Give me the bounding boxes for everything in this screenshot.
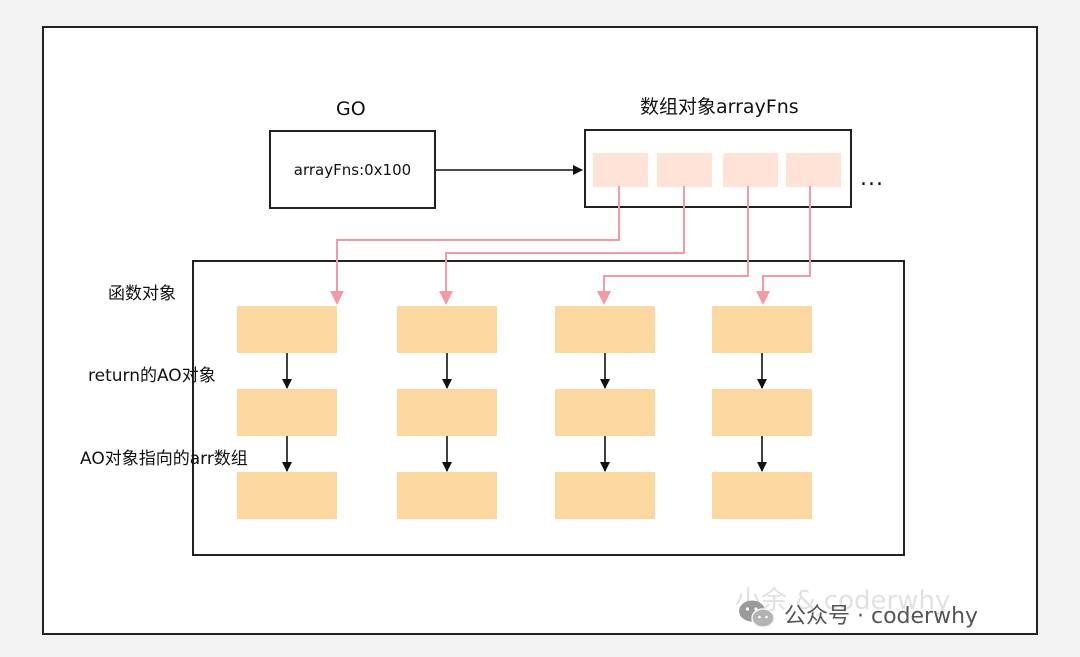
row-label-ao-object: return的AO对象: [88, 366, 216, 386]
array-slot: [786, 153, 841, 187]
go-content: arrayFns:0x100: [293, 160, 412, 179]
arr-array-cell: [555, 472, 655, 519]
function-object-cell: [712, 306, 812, 353]
arr-array-cell: [237, 472, 337, 519]
slot-3-pointer-arrow: [597, 186, 749, 305]
go-title: GO: [336, 98, 366, 120]
function-object-cell: [555, 306, 655, 353]
array-object-title: 数组对象arrayFns: [640, 96, 799, 118]
ao-object-cell: [712, 389, 812, 436]
watermark-text: 公众号 · coderwhy: [784, 604, 979, 629]
row-label-arr-array: AO对象指向的arr数组: [80, 449, 248, 469]
array-slot: [657, 153, 712, 187]
arr-array-cell: [712, 472, 812, 519]
function-object-cell: [397, 306, 497, 353]
array-slot: [593, 153, 648, 187]
row-label-function-object: 函数对象: [108, 284, 176, 304]
ao-object-cell: [397, 389, 497, 436]
array-object-box: [584, 129, 852, 208]
go-box: arrayFns:0x100: [269, 130, 436, 209]
array-slot: [723, 153, 778, 187]
ao-object-cell: [237, 389, 337, 436]
slot-4-pointer-arrow: [756, 186, 811, 305]
ao-object-cell: [555, 389, 655, 436]
wechat-icon: [739, 600, 775, 628]
watermark: 公众号 · coderwhy: [738, 596, 978, 632]
slot-1-pointer-arrow: [330, 186, 620, 305]
array-ellipsis: ...: [860, 166, 884, 191]
slot-2-pointer-arrow: [439, 186, 685, 305]
arr-array-cell: [397, 472, 497, 519]
function-object-cell: [237, 306, 337, 353]
